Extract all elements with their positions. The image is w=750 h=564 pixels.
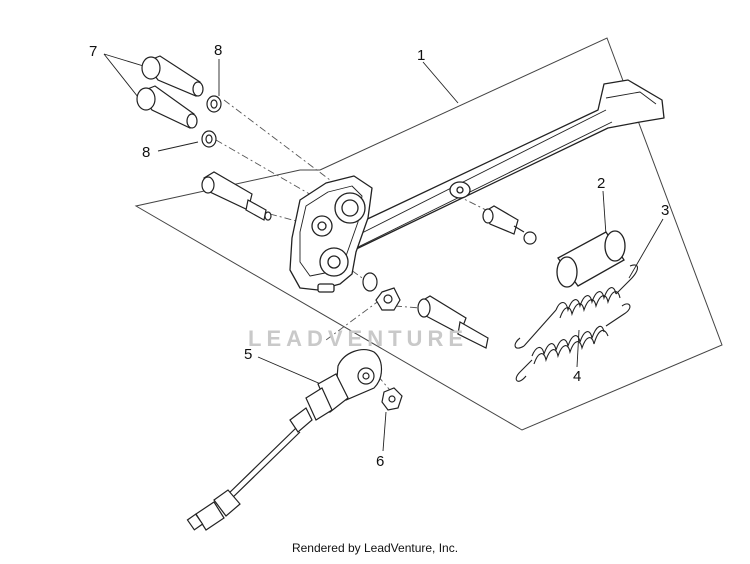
pivot-bolt bbox=[417, 295, 489, 349]
spring-part-upper bbox=[514, 264, 639, 349]
watermark: LEADVENTURE bbox=[248, 326, 469, 351]
bolt-part-lower bbox=[136, 85, 198, 129]
pivot-pin bbox=[201, 171, 272, 221]
footer-credit: Rendered by LeadVenture, Inc. bbox=[291, 541, 459, 555]
bolt-part-upper bbox=[141, 55, 204, 97]
washer-part-lower bbox=[201, 130, 217, 148]
stud-ball bbox=[482, 205, 537, 245]
callout-4: 4 bbox=[573, 368, 581, 385]
spring-part-lower bbox=[515, 303, 631, 382]
callout-7: 7 bbox=[89, 43, 97, 60]
callout-6: 6 bbox=[376, 453, 384, 470]
assembly-outline bbox=[134, 37, 723, 431]
washer-nut-assembly bbox=[362, 272, 401, 311]
leader-lines bbox=[103, 53, 664, 452]
nut-part bbox=[381, 387, 403, 411]
callout-3: 3 bbox=[661, 202, 669, 219]
callout-8-lower: 8 bbox=[142, 144, 150, 161]
callout-2: 2 bbox=[597, 175, 605, 192]
side-stand-switch-part bbox=[186, 349, 383, 531]
callout-8-upper: 8 bbox=[214, 42, 222, 59]
spacer-part bbox=[556, 230, 626, 288]
side-stand-part bbox=[289, 79, 665, 293]
callout-1: 1 bbox=[417, 47, 425, 64]
washer-part-upper bbox=[206, 95, 222, 113]
callout-5: 5 bbox=[244, 346, 252, 363]
